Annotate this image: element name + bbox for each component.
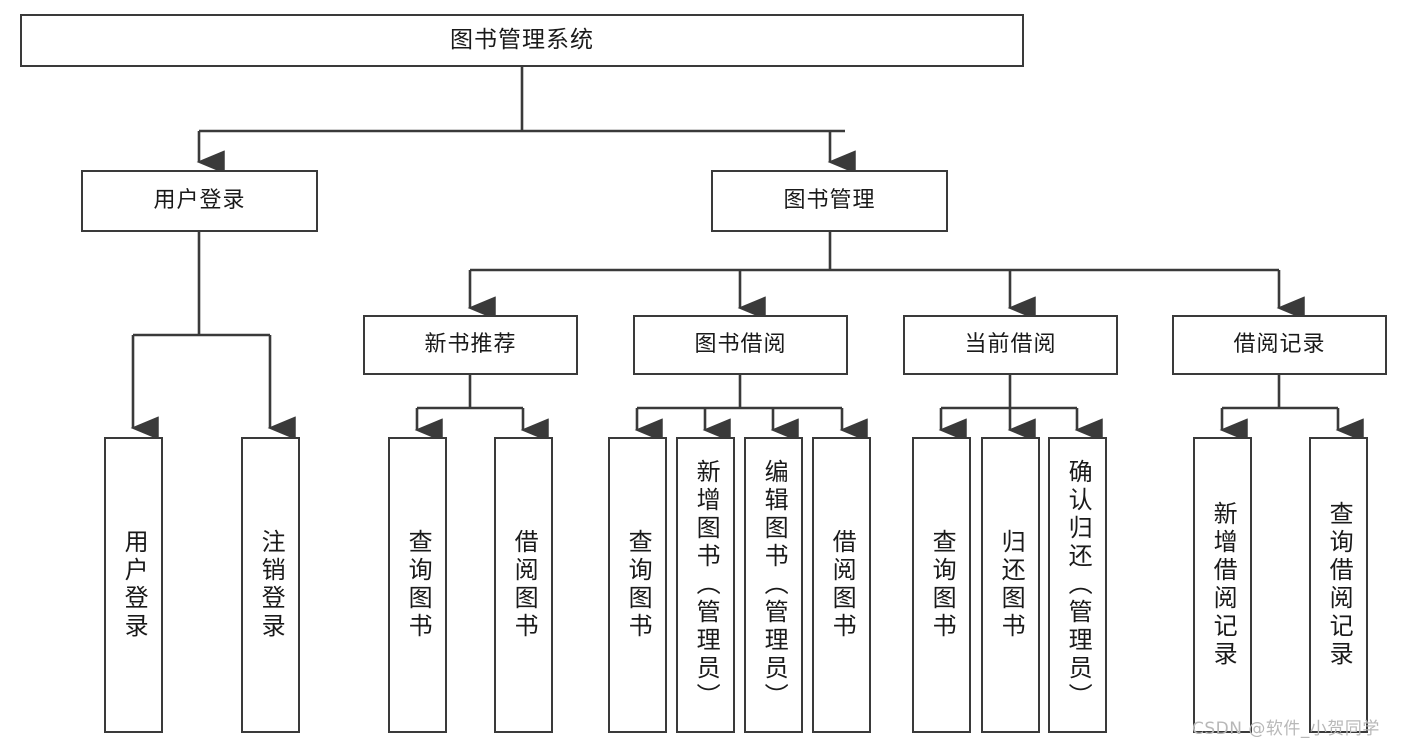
leaf-book-borrow-query[interactable]: 查询图书 xyxy=(608,437,667,733)
leaf-book-borrow-query-label: 查询图书 xyxy=(624,529,653,641)
node-book-borrow-label: 图书借阅 xyxy=(694,332,787,358)
leaf-book-borrow-edit-label: 编辑图书（管理员） xyxy=(760,459,789,711)
node-user-login-label: 用户登录 xyxy=(153,188,246,214)
leaf-user-login-login[interactable]: 用户登录 xyxy=(104,437,163,733)
leaf-new-book-query[interactable]: 查询图书 xyxy=(388,437,447,733)
leaf-borrow-record-query[interactable]: 查询借阅记录 xyxy=(1309,437,1368,733)
leaf-current-borrow-query[interactable]: 查询图书 xyxy=(912,437,971,733)
leaf-current-borrow-query-label: 查询图书 xyxy=(928,529,957,641)
leaf-borrow-record-add-label: 新增借阅记录 xyxy=(1209,501,1238,669)
leaf-book-borrow-borrow-label: 借阅图书 xyxy=(828,529,857,641)
csdn-watermark: CSDN @软件_小贺同学 xyxy=(1192,719,1380,739)
node-borrow-record-label: 借阅记录 xyxy=(1233,332,1326,358)
leaf-current-borrow-return-label: 归还图书 xyxy=(997,529,1026,641)
node-root-label: 图书管理系统 xyxy=(450,26,594,53)
leaf-book-borrow-add-label: 新增图书（管理员） xyxy=(692,459,721,711)
leaf-borrow-record-query-label: 查询借阅记录 xyxy=(1325,501,1354,669)
leaf-user-login-login-label: 用户登录 xyxy=(120,529,149,641)
leaf-book-borrow-edit[interactable]: 编辑图书（管理员） xyxy=(744,437,803,733)
leaf-user-login-logout-label: 注销登录 xyxy=(257,529,286,641)
leaf-borrow-record-add[interactable]: 新增借阅记录 xyxy=(1193,437,1252,733)
node-new-book-recommend[interactable]: 新书推荐 xyxy=(363,315,578,375)
node-root[interactable]: 图书管理系统 xyxy=(20,14,1024,67)
node-current-borrow-label: 当前借阅 xyxy=(964,332,1057,358)
node-book-management[interactable]: 图书管理 xyxy=(711,170,948,232)
node-new-book-recommend-label: 新书推荐 xyxy=(424,332,517,358)
leaf-book-borrow-add[interactable]: 新增图书（管理员） xyxy=(676,437,735,733)
leaf-book-borrow-borrow[interactable]: 借阅图书 xyxy=(812,437,871,733)
leaf-current-borrow-confirm[interactable]: 确认归还（管理员） xyxy=(1048,437,1107,733)
leaf-user-login-logout[interactable]: 注销登录 xyxy=(241,437,300,733)
node-user-login[interactable]: 用户登录 xyxy=(81,170,318,232)
node-book-borrow[interactable]: 图书借阅 xyxy=(633,315,848,375)
leaf-new-book-borrow[interactable]: 借阅图书 xyxy=(494,437,553,733)
leaf-new-book-borrow-label: 借阅图书 xyxy=(510,529,539,641)
leaf-current-borrow-confirm-label: 确认归还（管理员） xyxy=(1064,459,1093,711)
leaf-new-book-query-label: 查询图书 xyxy=(404,529,433,641)
node-book-management-label: 图书管理 xyxy=(783,188,876,214)
node-current-borrow[interactable]: 当前借阅 xyxy=(903,315,1118,375)
leaf-current-borrow-return[interactable]: 归还图书 xyxy=(981,437,1040,733)
node-borrow-record[interactable]: 借阅记录 xyxy=(1172,315,1387,375)
